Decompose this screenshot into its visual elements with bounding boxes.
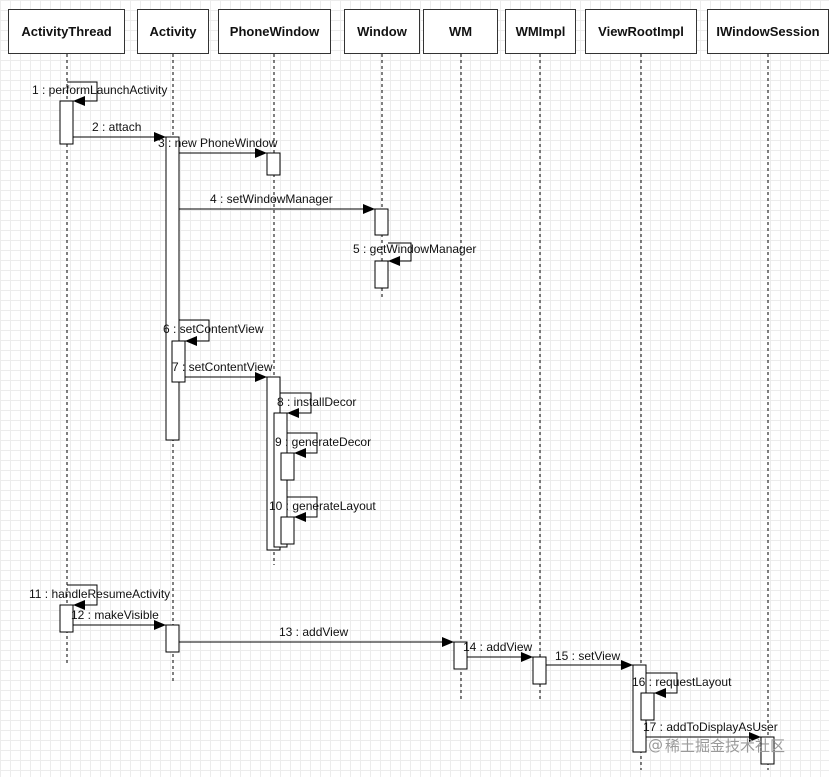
message-4-label: 4 : setWindowManager	[210, 192, 333, 206]
activation-window-2	[374, 260, 389, 289]
message-3-label: 3 : new PhoneWindow	[158, 136, 278, 150]
message-12-label: 12 : makeVisible	[71, 608, 159, 622]
message-7-label: 7 : setContentView	[172, 360, 273, 374]
message-5-arrow	[388, 242, 412, 266]
message-17-label: 17 : addToDisplayAsUser	[643, 720, 778, 734]
activation-phonewindow-1	[266, 152, 281, 176]
message-9-label: 9 : generateDecor	[275, 435, 371, 449]
participant-viewrootimpl: ViewRootImpl	[585, 9, 697, 54]
activation-activitythread-1	[59, 100, 74, 145]
message-13-label: 13 : addView	[279, 625, 348, 639]
participant-iwindowsession: IWindowSession	[707, 9, 829, 54]
participant-wmimpl: WMImpl	[505, 9, 576, 54]
message-16-arrow	[646, 672, 678, 698]
activation-viewrootimpl-2	[640, 692, 655, 721]
activation-activity-3	[165, 624, 180, 653]
message-14-label: 14 : addView	[463, 640, 532, 654]
activation-activity-2	[171, 340, 186, 383]
participant-activitythread: ActivityThread	[8, 9, 125, 54]
message-16-label: 16 : requestLayout	[632, 675, 732, 689]
activation-iwindowsession	[760, 736, 775, 765]
activation-window-1	[374, 208, 389, 236]
watermark-text: 稀土掘金技术社区	[665, 736, 786, 755]
participant-phonewindow: PhoneWindow	[218, 9, 331, 54]
activation-phonewindow-5	[280, 516, 295, 545]
message-6-label: 6 : setContentView	[163, 322, 264, 336]
message-6-arrow	[179, 319, 210, 346]
message-10-label: 10 : generateLayout	[269, 499, 376, 513]
message-15-label: 15 : setView	[555, 649, 620, 663]
participant-activity: Activity	[137, 9, 209, 54]
participant-wm: WM	[423, 9, 498, 54]
message-8-label: 8 : installDecor	[277, 395, 356, 409]
activation-activitythread-2	[59, 604, 74, 633]
message-11-label: 11 : handleResumeActivity	[29, 587, 170, 601]
message-5-label: 5 : getWindowManager	[353, 242, 476, 256]
message-2-label: 2 : attach	[92, 120, 141, 134]
message-8-arrow	[280, 392, 312, 418]
message-1-label: 1 : performLaunchActivity	[32, 83, 167, 97]
watermark-at-icon: @	[648, 736, 663, 754]
activation-wm	[453, 641, 468, 670]
message-9-arrow	[287, 432, 318, 458]
activation-activity-1	[165, 136, 180, 441]
activation-wmimpl	[532, 656, 547, 685]
message-10-arrow	[287, 496, 318, 522]
participant-window: Window	[344, 9, 420, 54]
message-11-arrow	[67, 584, 98, 610]
message-1-arrow	[67, 81, 98, 106]
activation-phonewindow-4	[280, 452, 295, 481]
watermark: @ 稀土掘金技术社区	[648, 734, 785, 756]
